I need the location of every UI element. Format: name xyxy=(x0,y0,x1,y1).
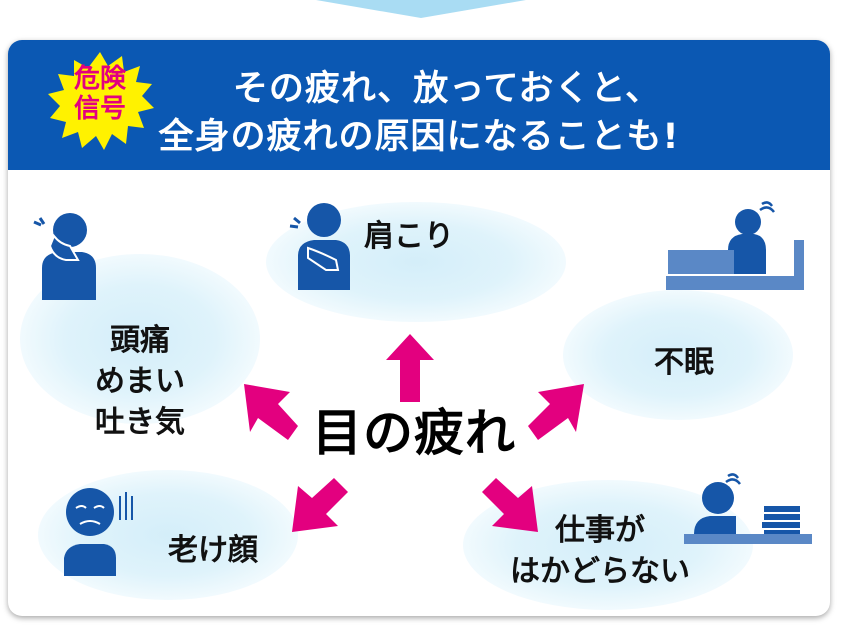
top-arrow-decoration xyxy=(316,0,526,18)
arrow-upleft-icon xyxy=(244,384,298,440)
arrow-downleft-icon xyxy=(292,478,348,532)
diagram-area: 肩こり 頭痛 めまい 吐き気 不眠 老け顔 仕事が はかどらない 目の疲れ xyxy=(8,170,830,616)
effect-work-label: 仕事が はかどらない xyxy=(488,510,712,592)
arrow-up-icon xyxy=(386,334,434,402)
badge-line-2: 信号 xyxy=(73,94,126,124)
danger-badge-burst-icon xyxy=(48,52,154,150)
info-card: 危険 信号 その疲れ、放っておくと、 全身の疲れの原因になることも! xyxy=(8,40,830,616)
headache-line-3: 吐き気 xyxy=(95,405,185,440)
badge-line-1: 危険 xyxy=(73,64,126,94)
headache-line-1: 頭痛 xyxy=(110,323,170,358)
work-line-2: はかどらない xyxy=(510,554,690,589)
headache-person-icon xyxy=(33,213,96,300)
arrow-upright-icon xyxy=(528,384,584,440)
tired-worker-at-desk-icon xyxy=(684,473,812,544)
effect-headache-label: 頭痛 めまい 吐き気 xyxy=(70,320,210,443)
effect-shoulder-label: 肩こり xyxy=(364,219,454,254)
headline-line-1: その疲れ、放っておくと、 xyxy=(232,69,662,109)
danger-badge-text: 危険 信号 xyxy=(44,64,156,124)
headline-line-2: 全身の疲れの原因になることも! xyxy=(158,117,680,157)
header-banner: 危険 信号 その疲れ、放っておくと、 全身の疲れの原因になることも! xyxy=(8,40,830,170)
arrow-downright-icon xyxy=(482,478,538,532)
headache-line-2: めまい xyxy=(95,364,185,399)
bubble-insomnia xyxy=(563,290,793,420)
arrows-layer xyxy=(244,334,584,532)
effect-insomnia-label: 不眠 xyxy=(654,345,714,380)
center-eye-fatigue-label: 目の疲れ xyxy=(312,404,516,462)
insomnia-person-in-bed-icon xyxy=(666,201,804,290)
work-line-1: 仕事が xyxy=(555,513,645,548)
effect-aging-label: 老け顔 xyxy=(168,533,258,568)
aging-face-person-icon xyxy=(64,488,133,576)
shoulder-pain-person-icon xyxy=(289,203,350,290)
